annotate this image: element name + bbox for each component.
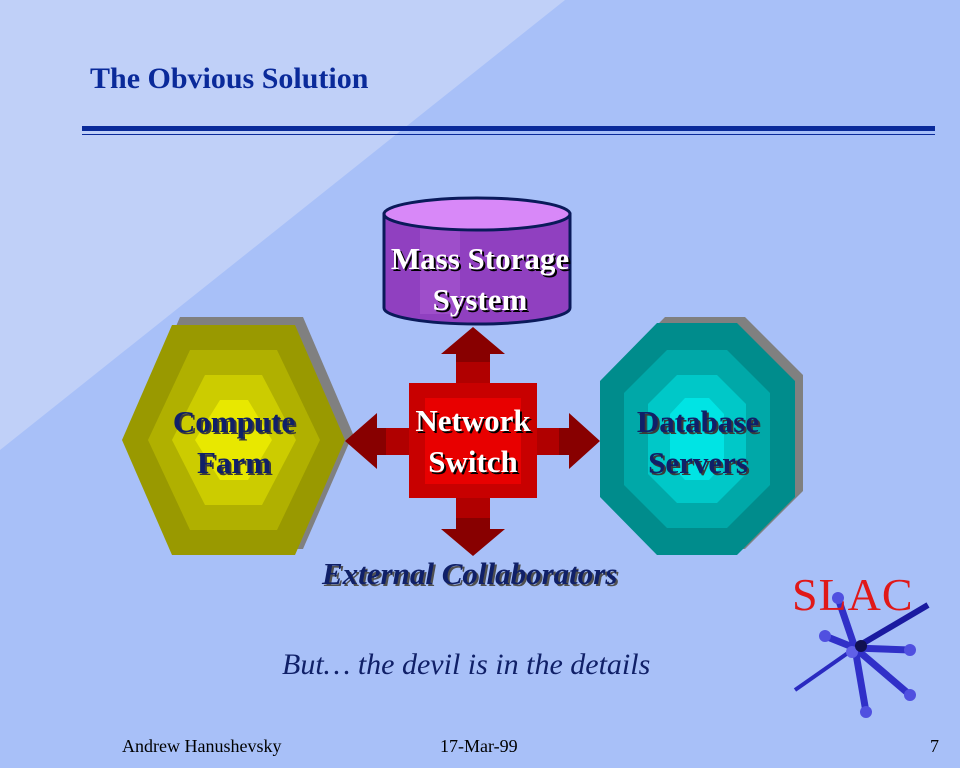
mass-storage-line-1: Mass Storage — [390, 241, 570, 276]
external-collaborators-label: External Collaborators — [322, 556, 618, 591]
compute-farm-line-2: Farm — [196, 445, 272, 480]
footer-date: 17-Mar-99 — [440, 736, 518, 756]
network-switch-line-2: Switch — [428, 444, 518, 479]
compute-farm-line-1: Compute — [172, 404, 296, 439]
network-switch-arrows — [345, 327, 600, 556]
footer-author: Andrew Hanushevsky — [122, 736, 282, 756]
network-switch-label: Network Switch — [398, 400, 548, 482]
background-triangle — [0, 0, 565, 450]
slide-title: The Obvious Solution — [90, 62, 369, 95]
network-switch-line-1: Network — [415, 403, 531, 438]
tagline: But… the devil is in the details — [282, 648, 651, 681]
compute-farm-hexagon — [122, 317, 353, 555]
database-servers-line-2: Servers — [648, 445, 748, 480]
slac-logo-text: SLAC — [792, 569, 914, 620]
mass-storage-line-2: System — [432, 282, 528, 317]
slac-logo-graphic — [793, 592, 930, 718]
database-servers-label: Database Servers — [612, 401, 784, 483]
database-servers-line-1: Database — [636, 404, 760, 439]
mass-storage-label: Mass Storage System — [380, 238, 580, 320]
title-rule-thin — [82, 134, 935, 135]
database-servers-octagon — [600, 317, 803, 555]
mass-storage-cylinder — [382, 196, 572, 326]
footer-page-number: 7 — [930, 736, 939, 756]
title-rule-thick — [82, 126, 935, 131]
compute-farm-label: Compute Farm — [148, 401, 320, 483]
